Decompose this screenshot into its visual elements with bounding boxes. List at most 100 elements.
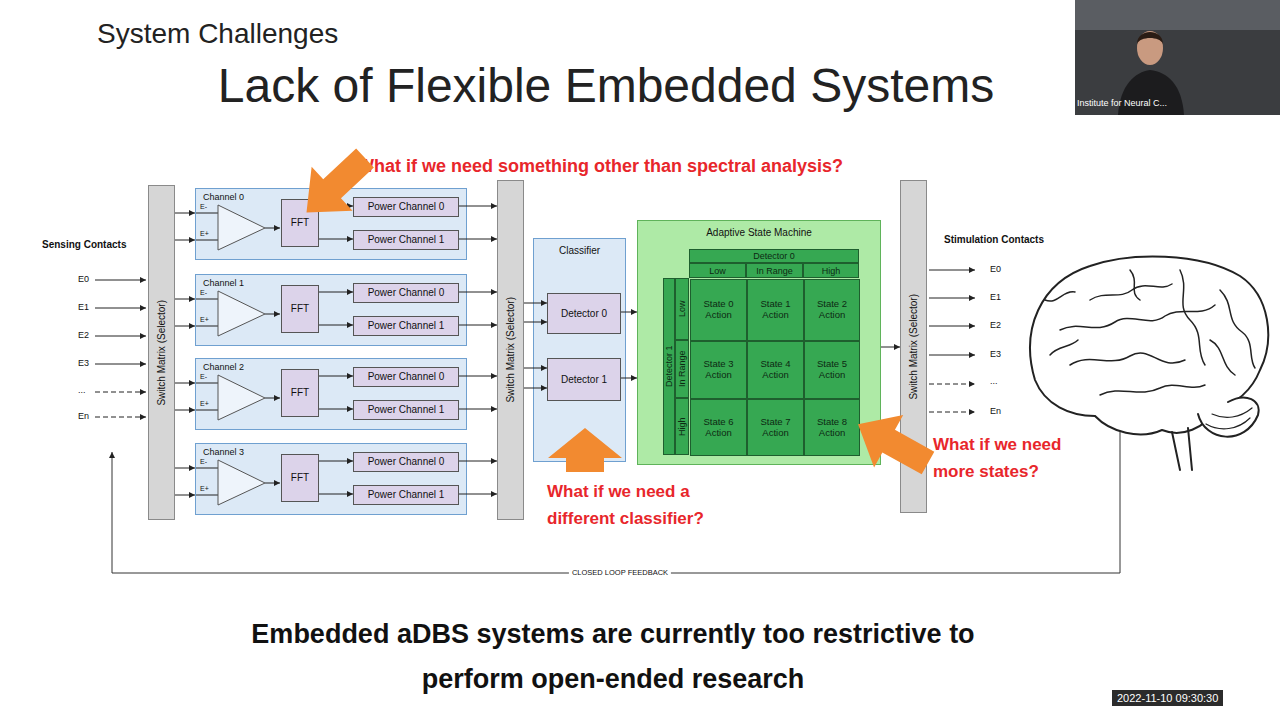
callout-arrow — [286, 136, 385, 234]
signal-arrow — [175, 326, 195, 327]
node-text: Switch Matrix (Selector) — [908, 294, 920, 400]
state-cell: State 3 Action — [690, 341, 747, 399]
signal-arrow — [459, 409, 497, 410]
contact-label: En — [78, 411, 89, 421]
input-wire — [95, 280, 146, 281]
table-cell: Low — [689, 263, 746, 278]
node-text: State 7 Action — [752, 417, 799, 439]
brain-sulcus — [1180, 270, 1205, 365]
node-text: Detector 1 — [561, 374, 607, 386]
signal-arrow — [459, 206, 497, 207]
pin-label: E+ — [200, 400, 209, 407]
amp-input-wire — [196, 299, 218, 300]
callout-arrow — [843, 398, 942, 489]
contact-label: E1 — [78, 302, 89, 312]
pin-label: E- — [200, 203, 207, 210]
signal-arrow — [319, 292, 353, 293]
pin-label: E- — [200, 373, 207, 380]
brain-gyrus — [1090, 284, 1172, 300]
amp-output-wire — [265, 314, 280, 315]
power-channel-box: Power Channel 0 — [353, 367, 459, 387]
amp-input-wire — [196, 468, 218, 469]
state-cell: State 7 Action — [747, 399, 804, 456]
pin-label: E+ — [200, 230, 209, 237]
section-heading: System Challenges — [97, 18, 338, 50]
node-text: Power Channel 1 — [368, 404, 445, 416]
node-text: FFT — [291, 217, 309, 229]
amp-input-wire — [196, 383, 218, 384]
node-text: Adaptive State Machine — [706, 227, 812, 239]
output-wire — [929, 384, 975, 385]
webcam-wall — [1075, 0, 1280, 30]
contact-label: E3 — [78, 358, 89, 368]
state-cell: State 6 Action — [690, 399, 747, 456]
state-cell: State 1 Action — [747, 279, 804, 341]
brain-sulcus — [1070, 353, 1185, 365]
io-heading: Stimulation Contacts — [944, 234, 1044, 245]
fft-block: FFT — [281, 285, 319, 333]
node-text: Detector 0 — [561, 308, 607, 320]
webcam-person-hair — [1137, 32, 1163, 44]
power-channel-box: Power Channel 1 — [353, 400, 459, 420]
amplifier-symbol — [218, 460, 265, 505]
power-channel-box: Power Channel 1 — [353, 485, 459, 505]
signal-arrow — [524, 303, 547, 304]
brain-gyrus — [1220, 290, 1255, 368]
fft-block: FFT — [281, 199, 319, 247]
power-channel-box: Power Channel 0 — [353, 283, 459, 303]
state-cell: State 0 Action — [690, 279, 747, 341]
input-wire — [95, 364, 146, 365]
amplifier-symbol — [218, 375, 265, 420]
brain-stem — [1172, 428, 1192, 470]
webcam-person-body — [1118, 70, 1184, 115]
signal-arrow — [319, 461, 353, 462]
node-text: State 6 Action — [695, 417, 742, 439]
amp-input-wire — [196, 240, 218, 241]
timestamp: 2022-11-10 09:30:30 — [1112, 690, 1223, 706]
signal-arrow — [459, 239, 497, 240]
signal-arrow — [524, 388, 547, 389]
pin-label: E- — [200, 289, 207, 296]
switch-matrix: Switch Matrix (Selector) — [148, 185, 175, 520]
node-text: Power Channel 0 — [368, 371, 445, 383]
node-text: Classifier — [559, 245, 600, 257]
contact-label: E0 — [990, 264, 1001, 274]
callout-question: What if we need more states? — [933, 431, 1103, 485]
brain-illustration — [1030, 257, 1268, 470]
amplifier-symbol — [218, 205, 265, 250]
switch-matrix: Switch Matrix (Selector) — [497, 180, 524, 520]
state-cell: State 8 Action — [804, 399, 860, 456]
table-cell: In Range — [746, 263, 803, 278]
contact-label: E2 — [78, 330, 89, 340]
node-text: Channel 1 — [203, 278, 244, 288]
amp-input-wire — [196, 410, 218, 411]
power-channel-box: Power Channel 0 — [353, 197, 459, 217]
amp-output-wire — [265, 483, 280, 484]
node-text: FFT — [291, 387, 309, 399]
detector-box: Detector 1 — [547, 358, 621, 401]
channel-box: Channel 2FFTPower Channel 0Power Channel… — [195, 358, 467, 430]
signal-arrow — [524, 322, 547, 323]
signal-arrow — [175, 299, 195, 300]
slide-caption: Embedded aDBS systems are currently too … — [198, 612, 1028, 702]
table-cell: High — [803, 263, 859, 278]
signal-arrow — [881, 347, 900, 348]
signal-arrow — [524, 368, 547, 369]
detector-box: Detector 0 — [547, 293, 621, 334]
cerebellum-folds — [1206, 408, 1252, 429]
node-text: State 3 Action — [695, 359, 742, 381]
signal-arrow — [175, 240, 195, 241]
signal-arrow — [459, 461, 497, 462]
signal-arrow — [621, 312, 637, 313]
signal-arrow — [459, 292, 497, 293]
brain-gyrus — [1130, 270, 1235, 375]
cerebellum — [1198, 398, 1259, 437]
signal-arrow — [459, 376, 497, 377]
state-cell: State 5 Action — [804, 341, 860, 399]
pin-label: E+ — [200, 316, 209, 323]
node-text: State 2 Action — [809, 299, 855, 321]
pin-label: E+ — [200, 485, 209, 492]
node-text: State 8 Action — [809, 417, 855, 439]
node-text: State 5 Action — [809, 359, 855, 381]
webcam-frame — [1075, 0, 1280, 115]
